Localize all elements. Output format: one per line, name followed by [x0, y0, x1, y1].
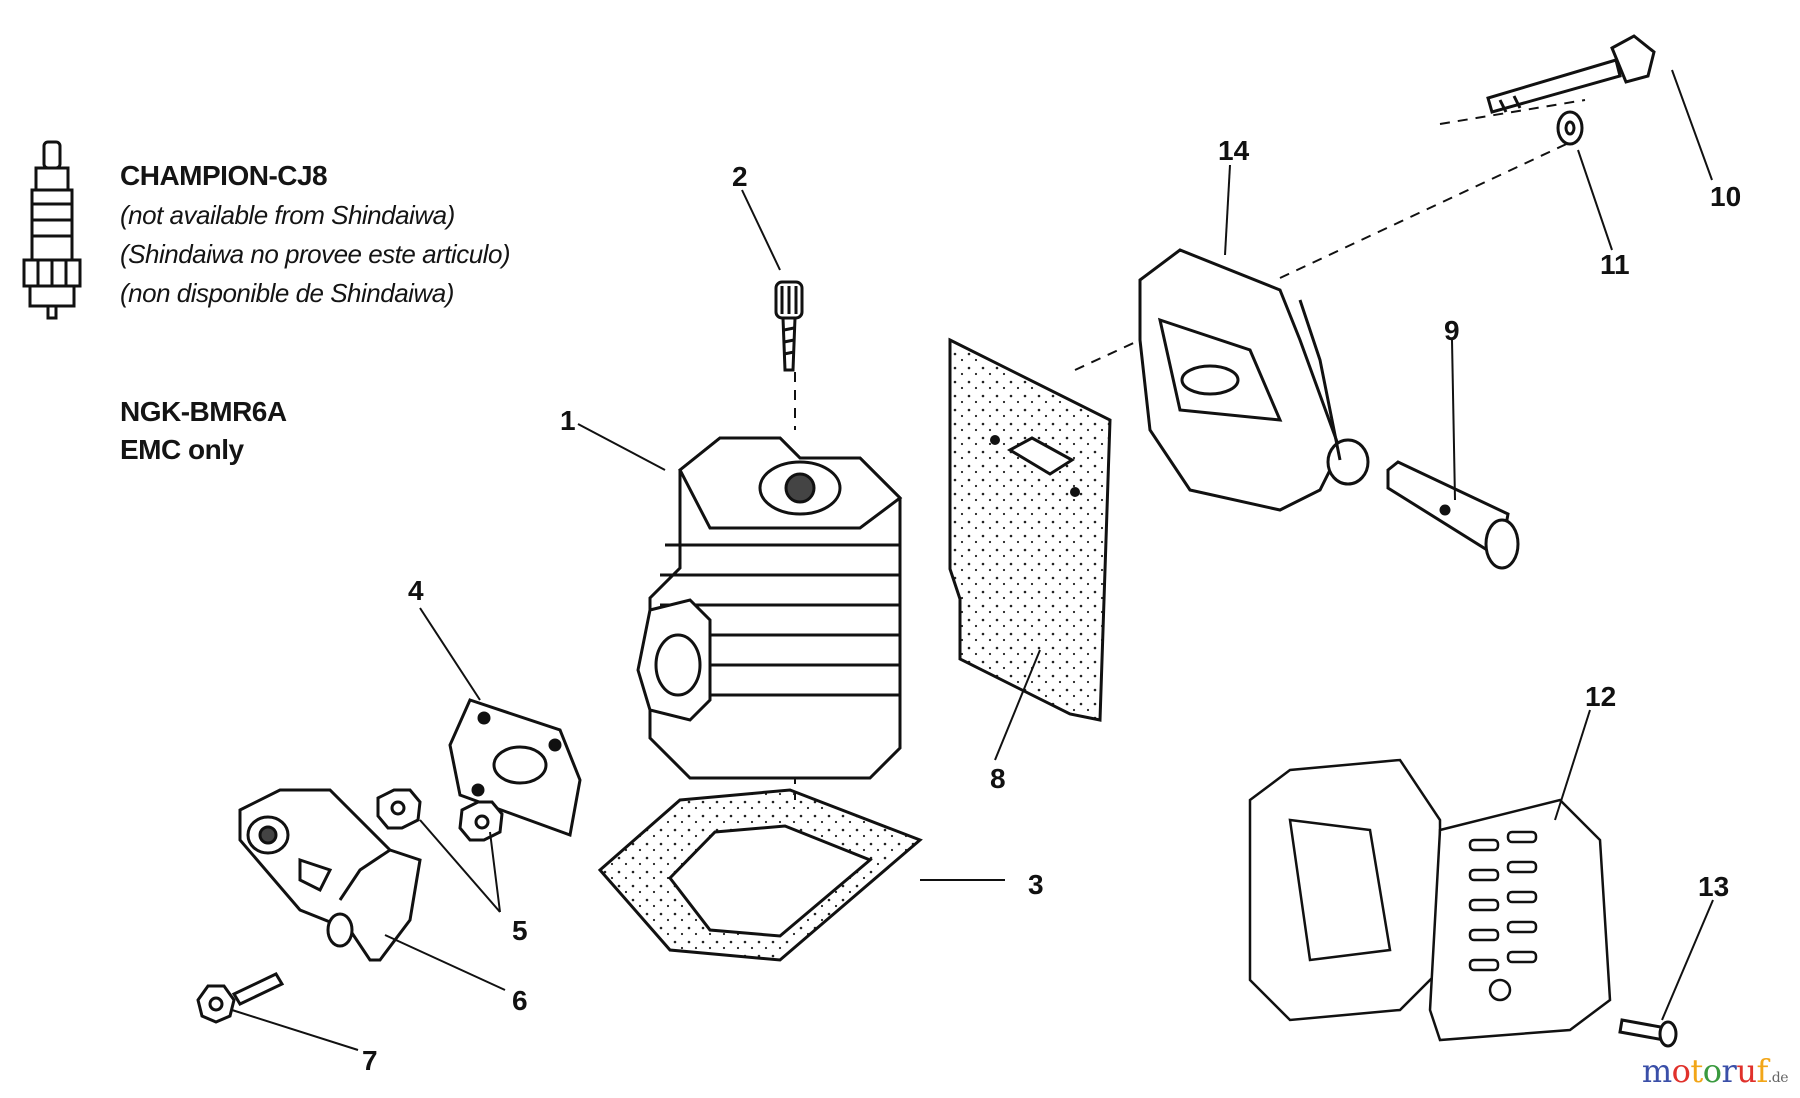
wm-letter-m: m [1641, 1052, 1672, 1090]
callout-13: 13 [1698, 871, 1729, 902]
callout-12: 12 [1585, 681, 1616, 712]
cover-screw-part [1618, 1018, 1678, 1048]
champion-note-fr: (non disponible de Shindaiwa) [120, 278, 454, 308]
callout-labels: 1 2 3 4 5 6 7 8 9 10 11 12 13 14 [362, 135, 1741, 1076]
wm-letter-o2: o [1702, 1052, 1722, 1090]
callout-5: 5 [512, 915, 528, 946]
callout-11: 11 [1600, 249, 1630, 280]
champion-title: CHAMPION-CJ8 [120, 160, 328, 191]
wm-letter-r: r [1721, 1052, 1737, 1090]
callout-6: 6 [512, 985, 528, 1016]
callout-4: 4 [408, 575, 424, 606]
callout-1: 1 [560, 405, 576, 436]
callout-3: 3 [1028, 869, 1044, 900]
champion-note-es: (Shindaiwa no provee este articulo) [120, 239, 511, 269]
spark-plug-icon [22, 140, 82, 320]
ngk-title: NGK-BMR6A [120, 396, 287, 427]
wm-letter-o1: o [1671, 1052, 1691, 1090]
muffler-gasket-part [948, 337, 1112, 722]
callout-10: 10 [1710, 181, 1741, 212]
base-gasket-part [597, 788, 923, 962]
spacer-nuts-part [376, 788, 504, 842]
ngk-block: NGK-BMR6A EMC only [120, 396, 520, 466]
spark-arrestor-part [1386, 460, 1520, 570]
carburetor-adapter-part [238, 788, 422, 962]
wm-suffix: .de [1767, 1070, 1789, 1086]
callout-2: 2 [732, 161, 748, 192]
muffler-part [1138, 248, 1370, 512]
wm-letter-f: f [1756, 1052, 1768, 1090]
adapter-screw-part [196, 972, 285, 1024]
callout-9: 9 [1444, 315, 1460, 346]
wm-letter-u: u [1736, 1052, 1757, 1090]
washer-part [1556, 110, 1584, 146]
callout-14: 14 [1218, 135, 1250, 166]
ngk-note: EMC only [120, 434, 244, 465]
cylinder-part [636, 436, 903, 780]
callout-7: 7 [362, 1045, 378, 1076]
motoruf-watermark: motoruf.de [1641, 1052, 1789, 1090]
champion-note-en: (not available from Shindaiwa) [120, 200, 455, 230]
muffler-bolt-part [1486, 34, 1656, 114]
leader-lines [231, 69, 1714, 1051]
callout-8: 8 [990, 763, 1006, 794]
wm-letter-t: t [1690, 1052, 1703, 1090]
cylinder-bolt-part [774, 280, 804, 372]
spark-plug-notes: CHAMPION-CJ8 (not available from Shindai… [120, 160, 511, 465]
muffler-cover-part [1248, 758, 1612, 1042]
